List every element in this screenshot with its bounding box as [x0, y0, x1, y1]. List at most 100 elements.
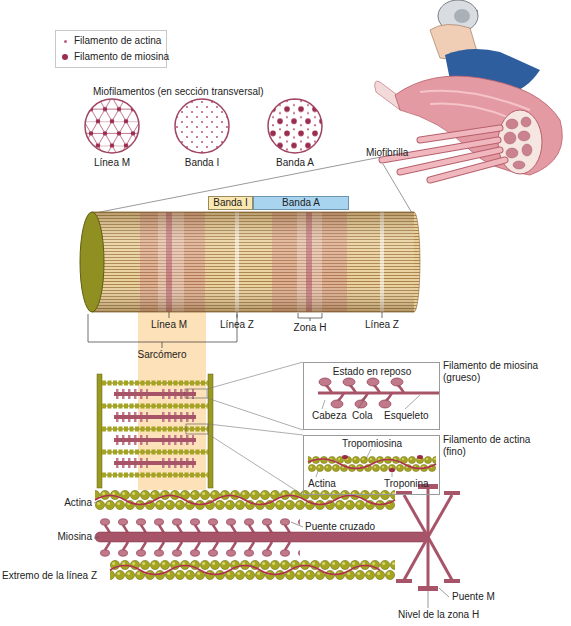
sarcomere-schematic-part-part	[102, 450, 208, 455]
sarcomere-schematic-part	[185, 389, 207, 398]
line-label: Línea Z	[365, 319, 399, 331]
part-label: Puente cruzado	[305, 521, 375, 533]
zone-label: Nivel de la zona H	[398, 609, 479, 621]
sarcomere-schematic	[97, 362, 303, 495]
legend-swatch	[62, 54, 68, 60]
sarcomere-schematic-part-part	[102, 383, 208, 384]
filament-detail-part-part	[396, 579, 412, 583]
arm-with-muscle-part-part	[504, 132, 516, 144]
sarcomere-schematic-part	[102, 383, 208, 475]
band-box: Banda I	[208, 196, 253, 210]
bracket-lines-part	[237, 312, 238, 318]
box-title: Banda A	[254, 197, 348, 209]
cross-sections-part	[268, 99, 322, 153]
myofibril-cylinder-part	[92, 212, 414, 312]
arm-with-muscle-part	[395, 76, 562, 175]
myosin-inset	[303, 362, 440, 430]
actin-inset	[303, 435, 440, 495]
zone-label: Zona H	[294, 322, 327, 334]
sarcomere-schematic-part	[102, 383, 208, 475]
inset-box: Estado en reposoCabezaColaEsqueleto	[303, 362, 440, 430]
sarcomere-schematic-part-part	[102, 429, 208, 430]
myosin-inset-part	[331, 393, 344, 408]
part-label: Actina	[308, 478, 336, 490]
sarcomere-schematic-part-part	[102, 452, 208, 453]
filament-detail-part-part	[428, 537, 452, 580]
section-label: Banda A	[276, 157, 314, 169]
actin-inset-part-part	[392, 472, 393, 477]
box-title: Banda I	[209, 197, 252, 209]
section-title: Miofilamentos (en sección transversal)	[93, 86, 264, 98]
line-label: Línea M	[151, 319, 187, 331]
myosin-inset-part	[367, 378, 380, 393]
cross-sections-part	[175, 99, 229, 153]
myofibril-cylinder-part	[80, 212, 104, 312]
actin-inset-part	[303, 435, 440, 495]
inset-box: TropomiosinaActina Troponina	[303, 435, 440, 495]
myosin-inset-part	[322, 395, 420, 409]
legend-text: Filamento de miosina	[74, 51, 169, 63]
filament-detail-part	[110, 566, 380, 575]
bracket-lines-part	[162, 342, 163, 348]
legend-swatch	[64, 40, 67, 43]
filament-label: Filamento de actina (fino)	[443, 434, 555, 458]
filament-detail-part	[396, 484, 460, 591]
filament-detail-part-part	[404, 537, 428, 580]
sarcomere-schematic-part	[186, 424, 208, 434]
myofibril-cylinder-part	[92, 312, 414, 313]
actin-inset-part	[316, 449, 392, 477]
part-label: Cola	[352, 410, 373, 422]
part-label: Troponina	[384, 478, 429, 490]
sarcomere-schematic-part-part	[114, 461, 196, 465]
myosin-inset-part	[319, 378, 332, 393]
sarcomere-schematic-part	[208, 374, 213, 488]
actin-inset-part	[342, 455, 423, 472]
part-label: Miofibrilla	[366, 147, 408, 159]
filament-detail	[94, 484, 460, 608]
part-label: Puente M	[452, 591, 495, 603]
sarcomere-schematic-part-part	[208, 424, 303, 435]
sarcomere-schematic-part-part	[114, 415, 196, 419]
sarcomere-schematic-part-part	[207, 398, 303, 430]
myosin-inset-part	[391, 378, 404, 393]
sarcomere-schematic-part-part	[114, 438, 196, 442]
sarcomere-schematic-part-part	[102, 427, 208, 432]
legend-text: Filamento de actina	[74, 35, 161, 47]
filament-detail-part-part	[418, 586, 438, 591]
arm-with-muscle-part-part	[506, 148, 518, 158]
cross-sections-part	[85, 99, 139, 153]
bracket-lines-part	[88, 314, 237, 342]
cross-sections-part	[85, 99, 139, 153]
box-title: Tropomiosina	[342, 438, 402, 450]
sarcomere-schematic-part	[97, 374, 102, 488]
filament-detail-part	[95, 496, 395, 505]
sarcomere-schematic-part-part	[102, 381, 208, 386]
myosin-inset-part-part	[405, 395, 420, 409]
myofibril-cylinder-part	[92, 212, 414, 213]
arm-with-muscle-part-part	[521, 117, 531, 127]
filament-label: Miosina	[58, 531, 92, 543]
sarcomere-label: Sarcómero	[138, 349, 187, 361]
arm-with-muscle-part-part	[513, 161, 525, 169]
arm-with-muscle-part-part	[518, 131, 530, 141]
arm-with-muscle-part	[383, 164, 412, 213]
bracket-lines-part	[169, 312, 170, 318]
myosin-inset-part	[343, 378, 356, 393]
myofibril-cylinder-part	[92, 212, 414, 312]
sarcomere-schematic-part-part	[207, 362, 303, 389]
box-title: Estado en reposo	[333, 366, 411, 378]
filament-detail-part-part	[439, 588, 449, 597]
arm-with-muscle-part	[454, 9, 470, 23]
part-label: Esqueleto	[384, 410, 428, 422]
arm-with-muscle-part-part	[522, 144, 532, 156]
filament-label: Filamento de miosina (grueso)	[443, 360, 555, 384]
filament-detail-part-part	[94, 537, 99, 538]
bracket-lines-part	[310, 318, 311, 321]
sarcomere-schematic-part-part	[102, 406, 208, 407]
myosin-inset-part-part	[322, 400, 325, 409]
line-label: Línea Z	[220, 319, 254, 331]
filament-detail-part-part	[428, 495, 452, 537]
cross-sections-part	[175, 99, 229, 153]
filament-label: Actina	[64, 497, 92, 509]
